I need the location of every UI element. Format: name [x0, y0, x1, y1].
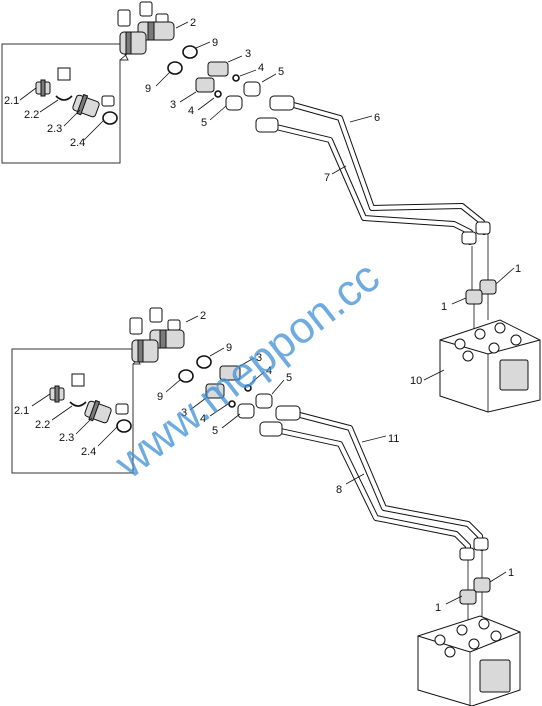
callout-9: 9 — [157, 391, 163, 403]
upper-tubes — [255, 95, 497, 330]
upper-inset — [1, 35, 135, 164]
lower-assembly: 2 9 3 4 5 9 3 4 5 11 8 1 1 2.1 — [11, 307, 521, 706]
callout-3: 3 — [256, 352, 262, 364]
callout-2-1: 2.1 — [14, 405, 29, 417]
callout-1: 1 — [441, 301, 447, 313]
upper-assembly: 2 9 3 4 5 9 3 4 5 6 7 1 1 10 — [1, 1, 541, 413]
callout-2-3: 2.3 — [47, 123, 62, 135]
upper-control-valve — [439, 319, 541, 413]
callout-2-2: 2.2 — [24, 109, 39, 121]
lower-inset — [11, 339, 147, 474]
callout-10: 10 — [410, 375, 422, 387]
callout-4: 4 — [258, 62, 264, 74]
callout-2-4: 2.4 — [70, 137, 85, 149]
callout-11: 11 — [388, 433, 399, 445]
callout-9: 9 — [145, 83, 151, 95]
callout-2-3: 2.3 — [59, 432, 74, 444]
callout-1: 1 — [435, 602, 441, 614]
upper-coupler-cluster — [117, 1, 175, 55]
callout-1: 1 — [515, 263, 521, 275]
inset-coupler-part — [49, 373, 87, 407]
upper-callouts: 2 9 3 4 5 9 3 4 5 6 7 1 1 10 — [4, 17, 521, 387]
callout-4: 4 — [200, 413, 206, 425]
callout-2-4: 2.4 — [81, 446, 96, 458]
callout-9: 9 — [212, 37, 218, 49]
lower-coupler-cluster — [129, 307, 185, 363]
callout-2: 2 — [200, 310, 206, 322]
callout-3: 3 — [170, 99, 176, 111]
lower-control-valve — [417, 615, 521, 706]
inset-nipple-part — [84, 399, 132, 433]
callout-3: 3 — [181, 407, 187, 419]
callout-2-2: 2.2 — [35, 419, 50, 431]
callout-4: 4 — [188, 105, 194, 117]
callout-5: 5 — [278, 66, 284, 78]
lower-callouts: 2 9 3 4 5 9 3 4 5 11 8 1 1 2.1 — [14, 310, 514, 614]
callout-7: 7 — [324, 172, 330, 184]
lower-fittings — [178, 355, 273, 419]
upper-fittings — [167, 45, 261, 111]
callout-6: 6 — [374, 112, 380, 124]
callout-5: 5 — [286, 372, 292, 384]
lower-tubes — [259, 405, 491, 634]
callout-5: 5 — [201, 117, 207, 129]
inset-nipple-part — [72, 93, 118, 125]
callout-9: 9 — [226, 342, 232, 354]
callout-2-1: 2.1 — [4, 95, 19, 107]
callout-5: 5 — [212, 425, 218, 437]
inset-coupler-part — [35, 67, 73, 101]
callout-8: 8 — [336, 484, 342, 496]
callout-3: 3 — [245, 48, 251, 60]
callout-2: 2 — [190, 17, 196, 29]
callout-4: 4 — [266, 365, 272, 377]
callout-1: 1 — [508, 567, 514, 579]
